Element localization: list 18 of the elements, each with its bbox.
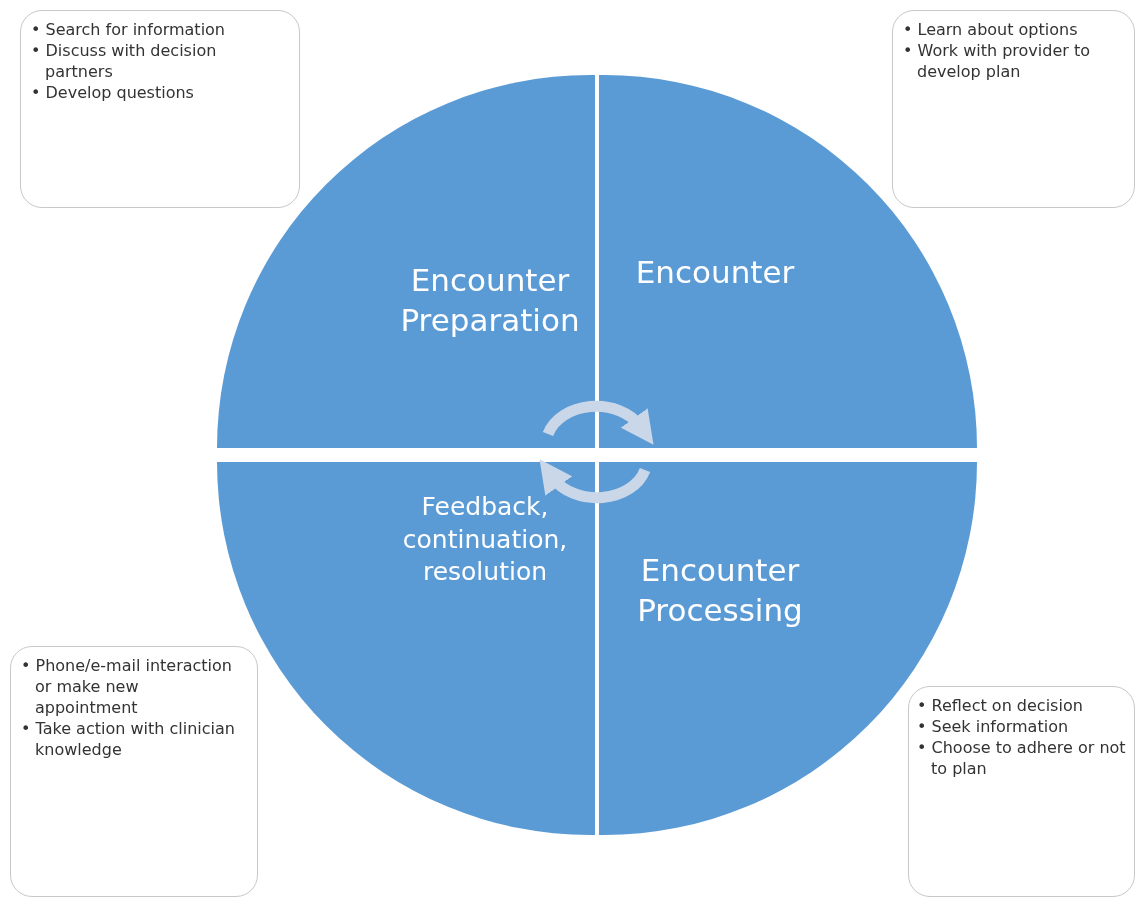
quadrant-label: Encounter xyxy=(634,252,796,292)
bullet-item: • Work with provider to develop plan xyxy=(903,40,1091,83)
bullet-item: • Learn about options xyxy=(903,19,1079,41)
text-card xyxy=(908,686,1135,897)
bullet-item: • Seek information xyxy=(917,716,1070,738)
bullet-item: • Choose to adhere or not to plan xyxy=(917,737,1127,780)
text-card xyxy=(20,10,300,208)
quadrant-label: Feedback, continuation, resolution xyxy=(401,491,569,589)
bullet-item: • Discuss with decision partners xyxy=(31,40,218,83)
bullet-item: • Phone/e-mail interaction or make new appointment xyxy=(21,655,233,719)
quadrant-label: Encounter Processing xyxy=(636,550,804,630)
bullet-item: • Develop questions xyxy=(31,82,195,104)
quadrant-label: Encounter Preparation xyxy=(399,260,581,340)
bullet-item: • Take action with clinician knowledge xyxy=(21,718,236,761)
text-card xyxy=(10,646,258,897)
bullet-item: • Reflect on decision xyxy=(917,695,1084,717)
text-card xyxy=(892,10,1135,208)
bullet-item: • Search for information xyxy=(31,19,226,41)
